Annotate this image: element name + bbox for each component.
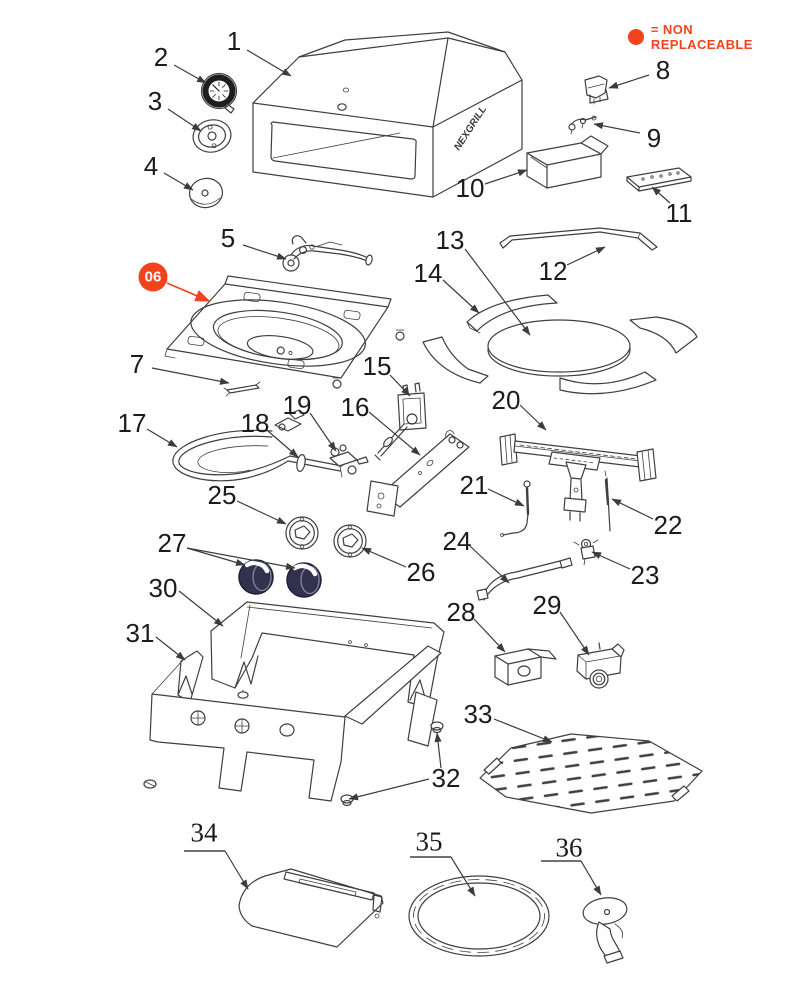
part-27-knobs-drawing	[238, 559, 322, 598]
part-10-box-drawing	[526, 135, 609, 189]
part-23-fitting-drawing	[573, 538, 599, 566]
part-8-block-drawing	[584, 75, 609, 105]
leader-lines	[146, 49, 671, 897]
part-5-bracket-drawing	[282, 235, 373, 272]
part-33-heat-shield-drawing	[479, 733, 703, 814]
part-29-igniter-module-drawing	[576, 642, 625, 689]
part-9-clip-drawing	[568, 115, 597, 135]
part-3-cap-drawing	[192, 119, 232, 153]
part-1-hood-drawing: NEXGRILL	[252, 31, 523, 198]
part-14-corner-supports-drawing	[422, 294, 698, 395]
part-2-gauge-drawing	[200, 72, 238, 114]
part-20-burner-drawing	[499, 433, 657, 522]
part-31-base-housing-drawing	[143, 645, 442, 802]
non-replaceable-dot-icon	[628, 29, 644, 45]
part-22-rod-drawing	[604, 470, 611, 532]
part-24-tube-drawing	[476, 557, 573, 601]
part-17-hose-drawing	[172, 409, 343, 482]
part-16-rail-drawing	[366, 430, 470, 517]
part-18-flange-drawing	[296, 454, 306, 472]
part-21-electrode-drawing	[500, 480, 531, 537]
part-6-base-plate-drawing	[164, 275, 405, 389]
part-25-bezel-drawing	[285, 516, 319, 550]
part-11-slotted-bar-drawing	[626, 167, 692, 192]
part-36-cutter-drawing	[582, 897, 628, 964]
part-30-inner-housing-drawing	[210, 601, 445, 709]
part-28-junction-box-drawing	[494, 648, 557, 686]
part-12-strip-drawing	[499, 227, 658, 251]
part-15-igniter-box-drawing	[374, 382, 427, 461]
part-35-band-drawing	[408, 875, 550, 957]
part-13-stone-drawing	[487, 319, 631, 377]
part-7-bar-drawing	[223, 381, 261, 397]
part-26-bezel-drawing	[333, 524, 367, 558]
legend: = NON REPLACEABLE	[628, 22, 798, 52]
legend-text: = NON REPLACEABLE	[650, 22, 753, 52]
part-34-peel-drawing	[238, 868, 384, 948]
part-4-disc-drawing	[188, 177, 224, 209]
